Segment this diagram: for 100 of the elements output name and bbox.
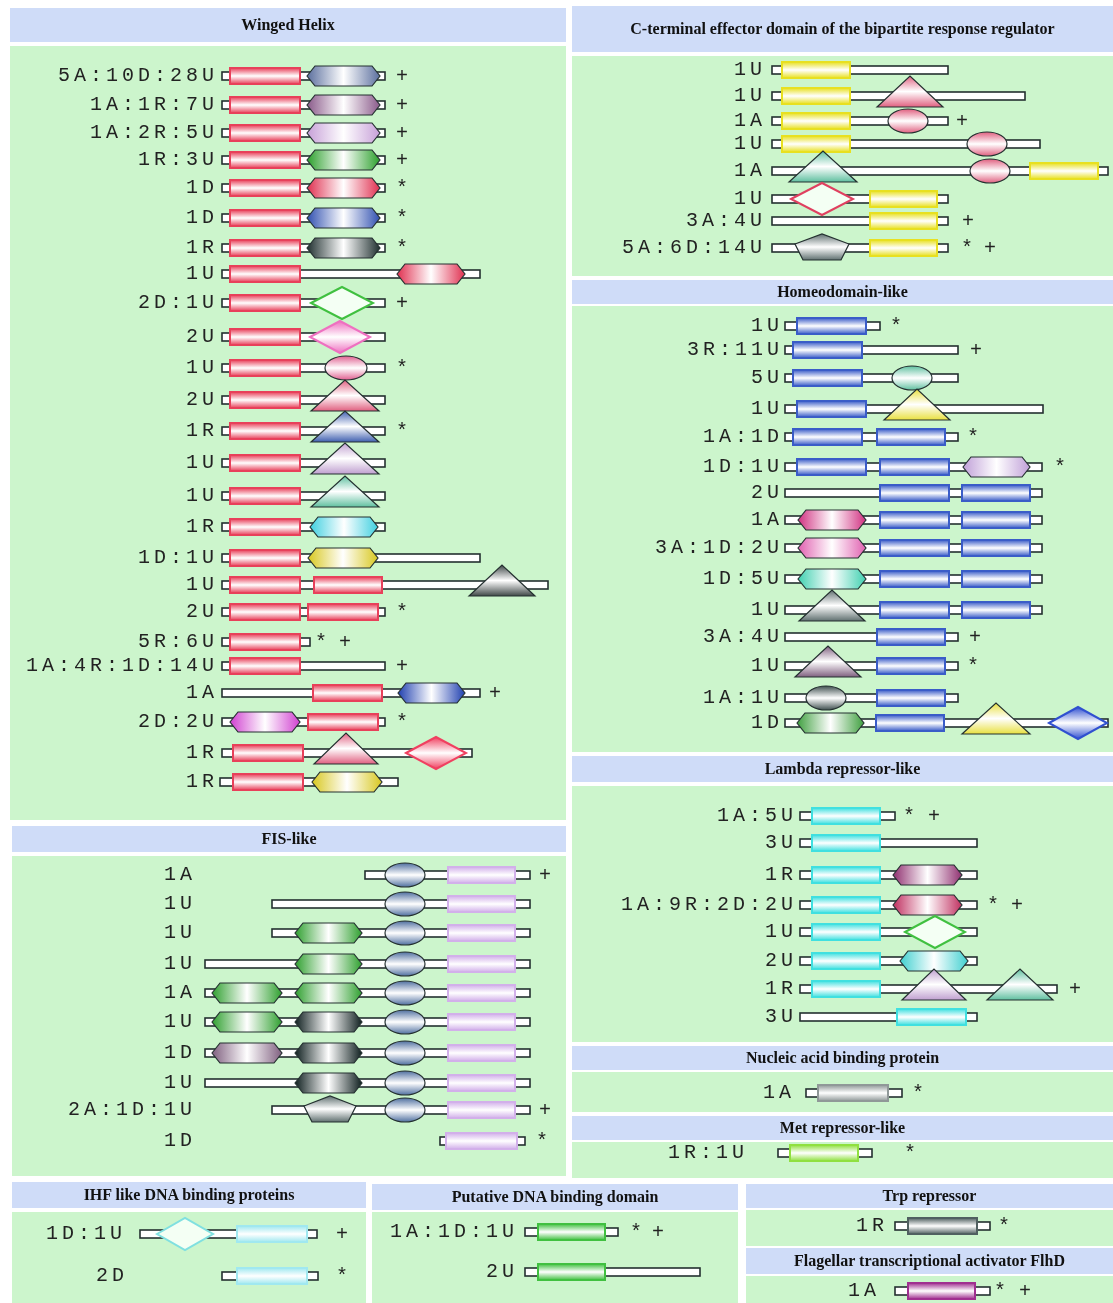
annotation-mark: + [969,628,981,648]
row-label: 1U [164,923,196,943]
row-label: 1R [186,421,218,441]
row-label: 3A:1D:2U [655,538,783,558]
annotation-mark: + [984,239,996,259]
row-label: 1U [765,922,797,942]
section-header: Trp repressor [746,1184,1113,1208]
section-header: IHF like DNA binding proteins [12,1182,366,1208]
section-header: Flagellar transcriptional activator FlhD [746,1248,1113,1274]
row-label: 2D:1U [138,293,218,313]
section-header: Winged Helix [10,8,566,42]
row-label: 1A [763,1083,795,1103]
annotation-mark: * [396,603,408,623]
row-label: 1A [751,510,783,530]
row-label: 1U [751,600,783,620]
row-label: 2U [751,483,783,503]
section-header: Putative DNA binding domain [372,1184,738,1210]
annotation-mark: * [396,713,408,733]
annotation-mark: * [967,428,979,448]
row-label: 1U [734,189,766,209]
annotation-mark: * [961,239,973,259]
row-label: 1D:1U [703,457,783,477]
annotation-mark: * [396,239,408,259]
annotation-mark: * [396,359,408,379]
annotation-mark: + [1019,1282,1031,1302]
section-header: FIS-like [12,826,566,852]
section-header: Nucleic acid binding protein [572,1046,1113,1070]
annotation-mark: + [962,212,974,232]
row-label: 1D [186,208,218,228]
annotation-mark: + [396,151,408,171]
row-label: 1A:2R:5U [90,123,218,143]
row-label: 1U [186,264,218,284]
row-label: 1U [751,399,783,419]
annotation-mark: * [994,1282,1006,1302]
row-label: 1U [186,575,218,595]
row-label: 1U [734,86,766,106]
row-label: 1R:3U [138,150,218,170]
annotation-mark: + [339,633,351,653]
row-label: 1A [186,683,218,703]
row-label: 1U [164,954,196,974]
row-label: 2U [186,390,218,410]
row-label: 2U [486,1262,518,1282]
row-label: 1A [164,983,196,1003]
annotation-mark: + [539,1101,551,1121]
row-label: 3A:4U [703,627,783,647]
row-label: 1R [186,743,218,763]
row-label: 5A:6D:14U [621,238,766,258]
annotation-mark: * [903,807,915,827]
row-label: 1R:1U [668,1143,748,1163]
row-label: 2U [186,327,218,347]
annotation-mark: * [315,633,327,653]
section-header: Lambda repressor-like [572,756,1113,782]
annotation-mark: + [956,112,968,132]
row-label: 1R [856,1216,888,1236]
row-label: 1A:9R:2D:2U [620,895,797,915]
row-label: 1D [751,713,783,733]
row-label: 1D:1U [138,548,218,568]
row-label: 1A [848,1281,880,1301]
section-header: Homeodomain-like [572,280,1113,304]
annotation-mark: + [396,657,408,677]
row-label: 5R:6U [138,632,218,652]
section-header: C-terminal effector domain of the bipartite response regulator [572,6,1113,52]
row-label: 5A:10D:28U [57,66,218,86]
annotation-mark: * [904,1144,916,1164]
annotation-mark: + [396,96,408,116]
row-label: 1U [164,894,196,914]
row-label: 1A [164,865,196,885]
row-label: 1A [734,161,766,181]
annotation-mark: + [396,294,408,314]
annotation-mark: + [396,124,408,144]
annotation-mark: + [970,341,982,361]
annotation-mark: + [652,1223,664,1243]
row-label: 1D [186,178,218,198]
annotation-mark: * [630,1223,642,1243]
row-label: 1U [186,358,218,378]
row-label: 2A:1D:1U [68,1100,196,1120]
row-label: 1R [186,772,218,792]
row-label: 1D [164,1131,196,1151]
row-label: 1A:1U [703,688,783,708]
annotation-mark: * [396,209,408,229]
row-label: 1A [734,111,766,131]
row-label: 2U [186,602,218,622]
annotation-mark: * [890,317,902,337]
row-label: 1A:5U [717,806,797,826]
row-label: 1D:5U [703,569,783,589]
annotation-mark: * [998,1217,1010,1237]
row-label: 3A:4U [686,211,766,231]
annotation-mark: + [396,67,408,87]
annotation-mark: + [489,684,501,704]
annotation-mark: + [928,807,940,827]
row-label: 1A:1D [703,427,783,447]
annotation-mark: * [536,1132,548,1152]
annotation-mark: + [539,866,551,886]
row-label: 1A:1D:1U [390,1222,518,1242]
annotation-mark: * [987,896,999,916]
row-label: 1A:1R:7U [90,95,218,115]
annotation-mark: * [912,1084,924,1104]
row-label: 1D [164,1043,196,1063]
row-label: 2D [96,1266,128,1286]
row-label: 3U [765,1007,797,1027]
